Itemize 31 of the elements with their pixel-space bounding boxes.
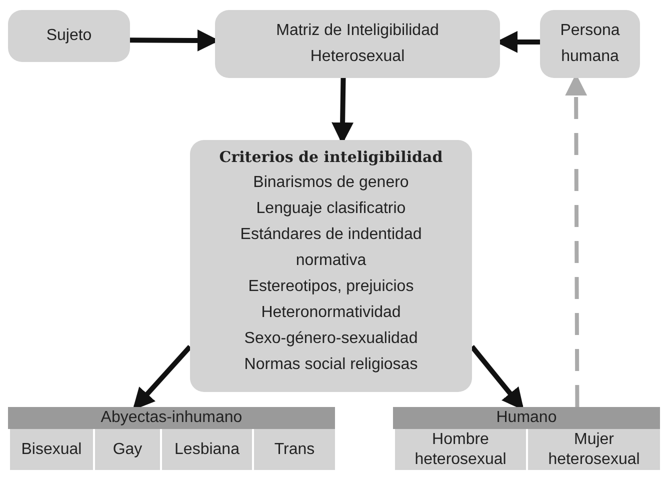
box-text: Heteronormatividad — [261, 303, 401, 323]
rounded-box — [190, 140, 472, 392]
table-cell — [526, 429, 660, 470]
rounded-box — [540, 10, 640, 78]
category-table — [8, 407, 335, 470]
category-table — [393, 407, 660, 470]
rounded-box — [8, 10, 130, 62]
box-text: Sexo-género-sexualidad — [244, 329, 418, 349]
box-text: Normas social religiosas — [244, 355, 418, 375]
box-text: Binarismos de genero — [253, 173, 409, 193]
box-text: Lenguaje clasificatrio — [256, 199, 406, 219]
box-text: Hombre heterosexual — [414, 430, 508, 470]
box-text: Trans — [274, 440, 315, 460]
table-cell — [8, 429, 93, 470]
rounded-box — [215, 10, 500, 78]
table-cell — [393, 429, 526, 470]
table-cell — [252, 429, 335, 470]
table-header-text: Abyectas-inhumano — [100, 408, 242, 428]
box-text: Sujeto — [46, 26, 92, 46]
box-text: Gay — [112, 440, 142, 460]
table-cell — [93, 429, 160, 470]
box-text: Persona humana — [559, 21, 621, 67]
box-text: Mujer heterosexual — [547, 430, 641, 470]
box-text: Matriz de Inteligibilidad Heterosexual — [275, 21, 440, 67]
box-heading: Criterios de inteligibilidad — [219, 147, 443, 168]
table-cell — [160, 429, 252, 470]
box-text: Estándares de indentidad normativa — [239, 225, 423, 271]
box-text: Lesbiana — [174, 440, 240, 460]
box-text: Bisexual — [21, 440, 82, 460]
table-header-text: Humano — [496, 408, 557, 428]
box-text: Estereotipos, prejuicios — [248, 277, 414, 297]
